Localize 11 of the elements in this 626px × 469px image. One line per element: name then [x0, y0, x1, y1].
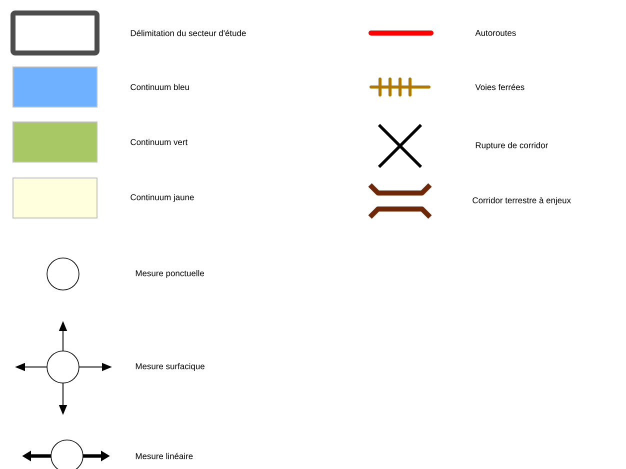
legend-label: Voies ferrées	[475, 84, 524, 90]
legend-label: Continuum vert	[130, 138, 188, 146]
legend-label: Délimitation du secteur d'étude	[130, 30, 246, 36]
legend-label: Continuum bleu	[130, 84, 189, 90]
legend-label: Mesure ponctuelle	[136, 270, 204, 278]
legend-label: Rupture de corridor	[476, 142, 548, 150]
legend-label: Mesure linéaire	[136, 452, 193, 460]
legend-label: Continuum jaune	[130, 194, 194, 202]
legend-label: Mesure surfacique	[136, 363, 204, 371]
legend-label: Autoroutes	[475, 30, 516, 36]
legend-label: Corridor terrestre à enjeux	[472, 197, 571, 205]
